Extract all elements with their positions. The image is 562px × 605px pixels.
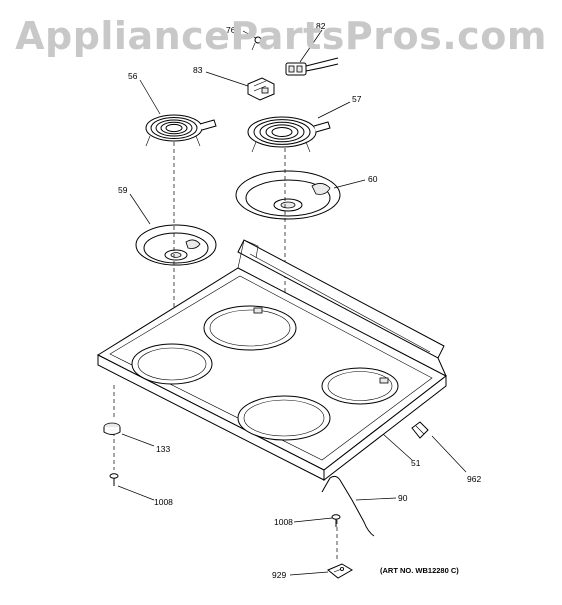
support-rod-90 xyxy=(321,475,375,537)
clip-962 xyxy=(411,421,429,439)
callout-1008-left: 1008 xyxy=(154,497,173,507)
clip-769 xyxy=(251,36,262,51)
art-number: (ART NO. WB12280 C) xyxy=(380,566,459,575)
surface-element-56 xyxy=(145,114,217,147)
callout-962: 962 xyxy=(467,474,481,484)
receptacle-83 xyxy=(247,77,275,101)
callout-56: 56 xyxy=(128,71,138,81)
callout-83: 83 xyxy=(193,65,203,75)
callout-59: 59 xyxy=(118,185,128,195)
drip-bowl-59 xyxy=(135,224,217,266)
bracket-929 xyxy=(327,563,353,579)
cooktop-51 xyxy=(96,239,447,482)
foot-133 xyxy=(103,422,121,435)
surface-element-57 xyxy=(247,116,331,153)
screw-1008-bottom xyxy=(331,514,341,527)
callout-133: 133 xyxy=(156,444,170,454)
screw-1008-left xyxy=(109,473,119,486)
callout-82: 82 xyxy=(316,21,326,31)
callout-769: 769 xyxy=(226,25,240,35)
callout-1008-bottom: 1008 xyxy=(274,517,293,527)
callout-51: 51 xyxy=(411,458,421,468)
terminal-block-82 xyxy=(285,57,339,76)
callout-57: 57 xyxy=(352,94,362,104)
callout-90: 90 xyxy=(398,493,408,503)
watermark: AppliancePartsPros.com xyxy=(15,14,547,58)
drip-bowl-60 xyxy=(235,170,341,220)
callout-60: 60 xyxy=(368,174,378,184)
callout-929: 929 xyxy=(272,570,286,580)
